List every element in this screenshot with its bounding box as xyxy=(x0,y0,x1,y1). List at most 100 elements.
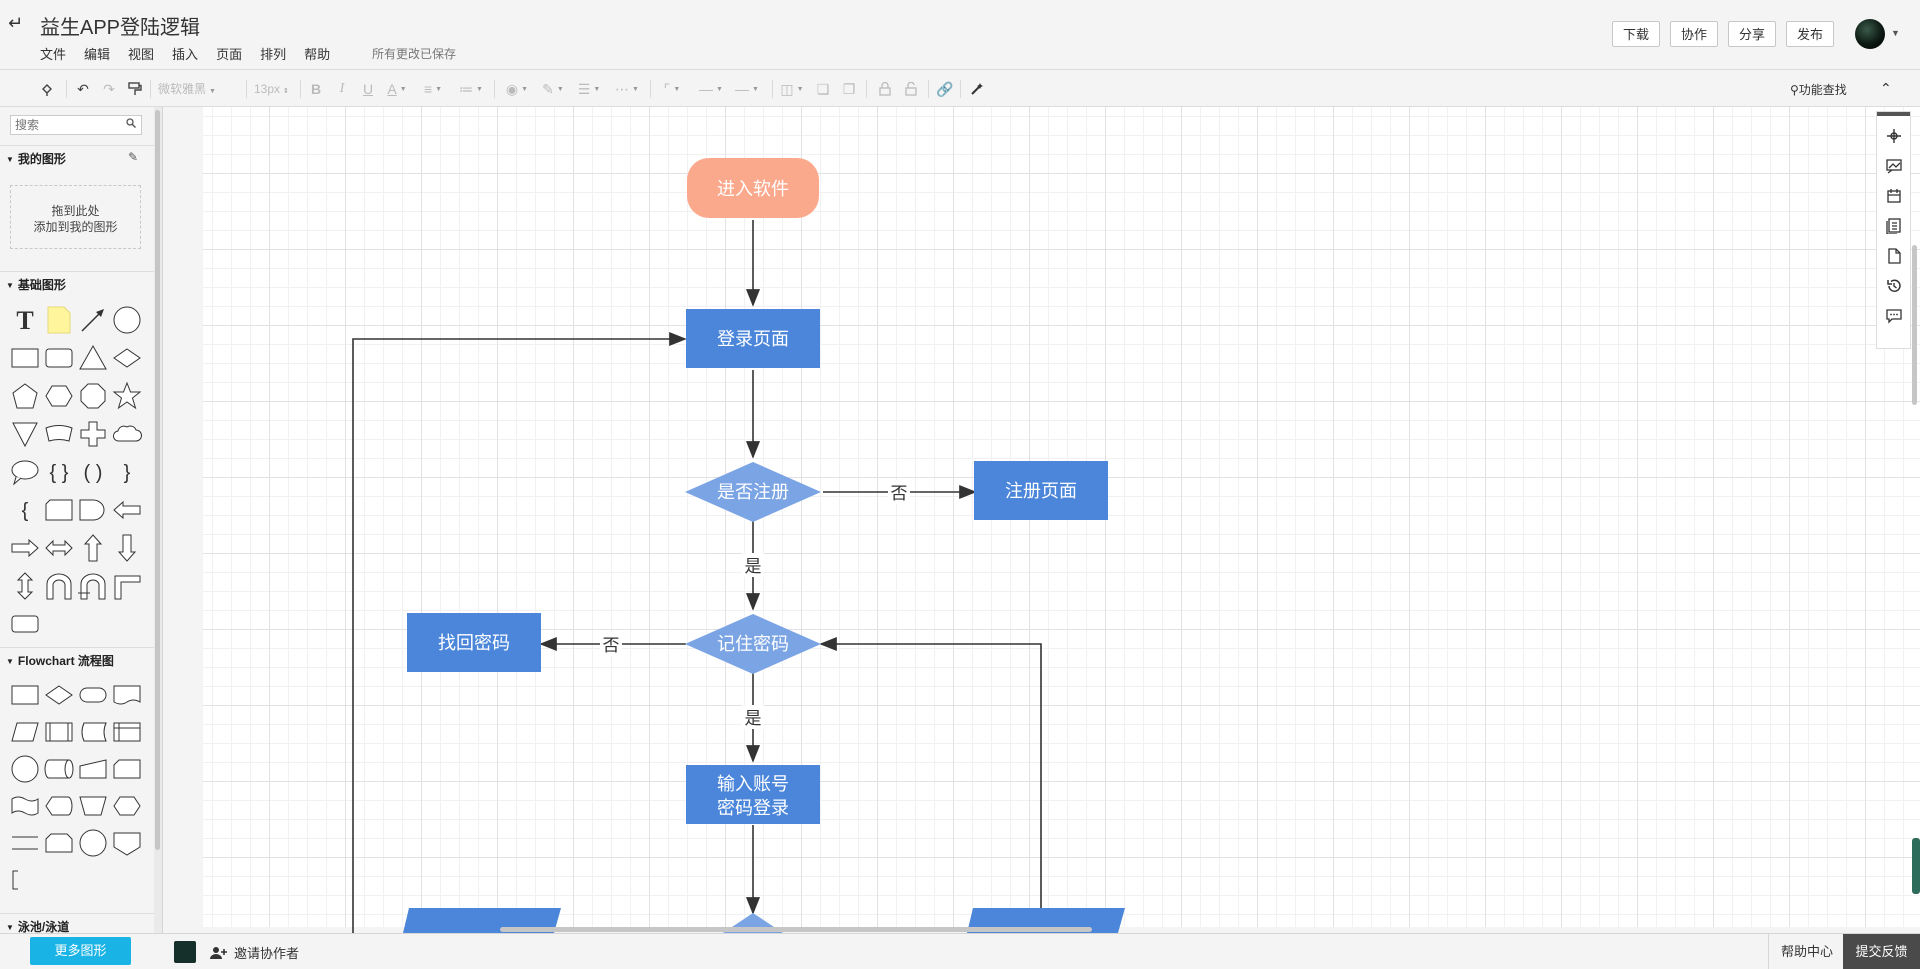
circle-shape-icon[interactable] xyxy=(112,305,142,335)
fc-internal-storage-icon[interactable] xyxy=(112,717,142,747)
my-shapes-drop-area[interactable]: 拖到此处 添加到我的图形 xyxy=(10,185,141,249)
fc-punched-tape-icon[interactable] xyxy=(10,791,40,821)
pin-icon[interactable] xyxy=(38,79,56,99)
align-icon[interactable]: ≡▼ xyxy=(423,81,443,97)
node-login-page[interactable]: 登录页面 xyxy=(686,309,820,368)
page-list-icon[interactable] xyxy=(1886,218,1902,234)
section-basic-shapes[interactable]: ▼基础图形 xyxy=(0,271,154,293)
fc-connector-icon[interactable] xyxy=(10,754,40,784)
node-partial-left[interactable] xyxy=(403,908,561,933)
up-arrow-shape-icon[interactable] xyxy=(78,533,108,563)
star-shape-icon[interactable] xyxy=(112,381,142,411)
node-start[interactable]: 进入软件 xyxy=(687,158,819,218)
hexagon-shape-icon[interactable] xyxy=(44,381,74,411)
right-brace-icon[interactable]: } xyxy=(112,457,142,487)
menu-page[interactable]: 页面 xyxy=(216,47,243,62)
rounded-rect-shape-icon[interactable] xyxy=(44,343,74,373)
user-avatar[interactable] xyxy=(1855,19,1885,49)
format-painter-icon[interactable] xyxy=(126,79,144,99)
feedback-button[interactable]: 提交反馈 xyxy=(1843,934,1920,969)
fc-document-icon[interactable] xyxy=(112,680,142,710)
rounded-rectangle-2-icon[interactable] xyxy=(10,609,40,639)
publish-button[interactable]: 发布 xyxy=(1786,21,1835,47)
left-panel-scrollbar[interactable] xyxy=(154,107,163,933)
fc-terminator-icon[interactable] xyxy=(78,680,108,710)
fc-manual-input-icon[interactable] xyxy=(78,754,108,784)
pentagon-shape-icon[interactable] xyxy=(10,381,40,411)
link-icon[interactable]: 🔗 xyxy=(936,80,954,97)
menu-insert[interactable]: 插入 xyxy=(172,47,199,62)
canvas-horizontal-scrollbar[interactable] xyxy=(500,927,1092,932)
download-button[interactable]: 下载 xyxy=(1612,21,1661,47)
inverted-triangle-icon[interactable] xyxy=(10,419,40,449)
bracket-pair-icon[interactable]: ( ) xyxy=(78,457,108,487)
lock-icon[interactable] xyxy=(876,79,894,99)
line-start-icon[interactable]: —▼ xyxy=(699,81,723,97)
fc-predefined-process-icon[interactable] xyxy=(44,717,74,747)
fc-parallel-mode-icon[interactable] xyxy=(10,828,40,858)
node-partial-right[interactable] xyxy=(967,908,1125,933)
find-function-button[interactable]: ⚲功能查找 xyxy=(1790,81,1847,98)
history-icon[interactable] xyxy=(1886,278,1902,294)
down-arrow-shape-icon[interactable] xyxy=(112,533,142,563)
node-input-account[interactable]: 输入账号 密码登录 xyxy=(686,765,820,824)
right-arrow-shape-icon[interactable] xyxy=(10,533,40,563)
edge-label-no-register[interactable]: 否 xyxy=(891,484,908,503)
fc-display-icon[interactable] xyxy=(44,791,74,821)
chevron-down-icon[interactable]: ▼ xyxy=(1891,28,1900,38)
menu-help[interactable]: 帮助 xyxy=(304,47,331,62)
line-dash-icon[interactable]: ⋯▼ xyxy=(615,80,639,97)
shape-search-input[interactable] xyxy=(10,115,142,135)
delay-shape-icon[interactable] xyxy=(78,495,108,525)
document-title[interactable]: 益生APP登陆逻辑 xyxy=(40,17,201,39)
align-shapes-icon[interactable]: ◫▼ xyxy=(780,80,804,97)
menu-view[interactable]: 视图 xyxy=(128,47,155,62)
diamond-shape-icon[interactable] xyxy=(112,343,142,373)
invite-collaborator-button[interactable]: 邀请协作者 xyxy=(210,943,299,962)
line-spacing-icon[interactable]: ≔▼ xyxy=(459,80,483,97)
canvas-area[interactable]: 否 是 否 是 进入软件 登录页面 是否注册 注册页面 记住密码 找 xyxy=(163,107,1920,933)
data-icon[interactable] xyxy=(1886,188,1902,204)
node-find-password[interactable]: 找回密码 xyxy=(407,613,541,672)
collaborator-avatar[interactable] xyxy=(174,941,196,963)
rounded-card-icon[interactable] xyxy=(44,495,74,525)
edge-label-yes-register[interactable]: 是 xyxy=(745,557,762,576)
arrow-line-icon[interactable] xyxy=(78,305,108,335)
comment-icon[interactable] xyxy=(1886,308,1902,324)
left-arrow-shape-icon[interactable] xyxy=(112,495,142,525)
brace-pair-icon[interactable]: { } xyxy=(44,457,74,487)
triangle-shape-icon[interactable] xyxy=(78,343,108,373)
fc-preparation-icon[interactable] xyxy=(112,791,142,821)
edge-loop-back-to-remember[interactable] xyxy=(819,636,1042,933)
fc-direct-access-icon[interactable] xyxy=(44,754,74,784)
undo-icon[interactable]: ↶ xyxy=(77,80,89,97)
banner-shape-icon[interactable] xyxy=(44,419,74,449)
left-panel-scroll-thumb[interactable] xyxy=(155,110,160,850)
text-shape-icon[interactable]: T xyxy=(10,305,40,335)
cloud-shape-icon[interactable] xyxy=(112,419,142,449)
node-remember-password[interactable]: 记住密码 xyxy=(685,614,821,674)
fc-process-icon[interactable] xyxy=(10,680,40,710)
collaborate-button[interactable]: 协作 xyxy=(1670,21,1719,47)
font-size-select[interactable]: 13px⇕ xyxy=(254,79,294,99)
callout-shape-icon[interactable] xyxy=(10,457,40,487)
fc-stored-data-icon[interactable] xyxy=(78,717,108,747)
edge-label-no-remember[interactable]: 否 xyxy=(603,636,620,655)
fc-manual-operation-icon[interactable] xyxy=(78,791,108,821)
collapse-up-icon[interactable]: ⌃ xyxy=(1880,80,1892,96)
corner-arrow-icon[interactable] xyxy=(112,571,142,601)
edge-loop-back-to-login[interactable] xyxy=(352,331,687,933)
search-icon[interactable] xyxy=(126,118,136,128)
unlock-icon[interactable] xyxy=(902,79,920,99)
side-drag-handle[interactable] xyxy=(1912,838,1920,894)
help-center-button[interactable]: 帮助中心 xyxy=(1768,934,1845,969)
share-button[interactable]: 分享 xyxy=(1728,21,1777,47)
bring-front-icon[interactable]: ❏ xyxy=(816,80,830,97)
left-brace-icon[interactable]: { xyxy=(10,495,40,525)
magic-wand-icon[interactable] xyxy=(968,79,986,99)
edge-label-yes-remember[interactable]: 是 xyxy=(745,709,762,728)
section-my-shapes[interactable]: ▼我的图形 xyxy=(0,145,154,167)
rectangle-shape-icon[interactable] xyxy=(10,343,40,373)
line-end-icon[interactable]: —▼ xyxy=(735,81,759,97)
double-arrow-shape-icon[interactable] xyxy=(44,533,74,563)
